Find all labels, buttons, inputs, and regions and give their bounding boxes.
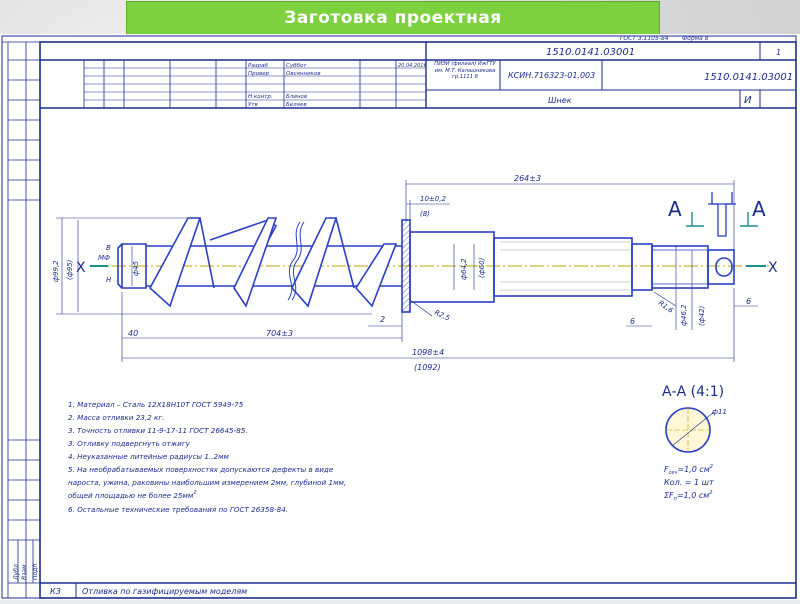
role-1: Разраб — [248, 63, 268, 69]
sprue-feeder — [708, 192, 736, 237]
area-line: Fсеч=1,0 см2 — [664, 464, 713, 476]
role-2: Провер — [248, 71, 270, 77]
dim-d99: ф99,2 — [52, 260, 60, 282]
letter-code: И — [744, 95, 752, 106]
section-a-right: А — [752, 197, 766, 221]
title-block — [40, 42, 796, 109]
footer-code: КЗ — [50, 587, 61, 596]
dim-264: 264±3 — [514, 174, 541, 183]
organization-text: ПИЭИ (филиал) ИжГТУ им. М.Т. Калашникова… — [434, 61, 496, 80]
area-value: =1,0 см — [677, 465, 709, 474]
dim-d42: (ф42) — [698, 305, 706, 326]
note-1: 1. Материал – Сталь 12Х18Н10Т ГОСТ 5949-… — [68, 400, 244, 409]
doc-number-right: 1510.0141.03001 — [704, 72, 793, 83]
side-label-podp: Подп — [32, 564, 39, 580]
slide-title: Заготовка проектная — [126, 1, 660, 35]
note-2: 2. Масса отливки 23,2 кг. — [68, 413, 164, 422]
area-label: F — [664, 465, 669, 474]
section-dim-line — [671, 411, 715, 447]
label-h: Н — [106, 276, 112, 284]
note-4: 3. Отливку подвергнуть отжигу — [68, 439, 191, 448]
dim-6a: 6 — [630, 317, 635, 326]
dimension-lines — [56, 180, 758, 362]
surface-shading — [500, 241, 630, 291]
dim-1092: (1092) — [414, 363, 441, 372]
note-5: 4. Неуказанные литейные радиусы 1..2мм — [68, 452, 230, 461]
role-3-name: Блинов — [286, 94, 307, 100]
sum-exp: 2 — [709, 490, 712, 496]
dim-d64: ф64,2 — [460, 258, 468, 280]
left-margin-table — [2, 41, 40, 598]
side-label-vzam: Взам — [21, 564, 28, 580]
dim-1098: 1098±4 — [412, 348, 444, 357]
role-4-name: Беляев — [286, 102, 307, 108]
dim-d95: (ф95) — [66, 259, 74, 280]
sum-sub: п — [674, 496, 678, 502]
section-a-left: А — [668, 197, 682, 221]
section-view-title: А-А (4:1) — [662, 384, 724, 400]
note-6: 5. На необрабатываемых поверхностях допу… — [68, 465, 334, 474]
auger-part — [117, 217, 735, 313]
side-label-dubl: Дубл — [13, 564, 20, 581]
label-b: В — [106, 244, 111, 252]
qty-line: Кол. = 1 шт — [664, 478, 714, 487]
drawing-sheet: Дубл Взам Подп ГОСТ 3.1105-84 Форма 8 15… — [0, 34, 800, 600]
role-3: Н.контр. — [248, 94, 273, 100]
section-x-left: X — [76, 260, 86, 276]
role-4: Утв — [248, 102, 258, 108]
note-8-line: общей площадью не более 25мм2 — [68, 490, 197, 500]
note-9: 6. Остальные технические требования по Г… — [68, 505, 288, 514]
role-2-name: Овсянников — [286, 71, 321, 77]
dim-d45: ф45 — [132, 261, 140, 276]
product-code: КСИН.716323-01.003 — [508, 71, 595, 80]
footer-row — [40, 582, 796, 598]
doc-number: 1510.0141.03001 — [546, 47, 635, 58]
dim-r16: R1,6 — [657, 299, 675, 315]
inner-frame — [39, 41, 797, 599]
dim-40: 40 — [128, 329, 138, 338]
dim-6b: 6 — [746, 297, 751, 306]
section-diameter: ф11 — [712, 408, 727, 416]
dim-r25: R2,5 — [433, 309, 451, 323]
note-3: 3. Точность отливки 11-9-17-11 ГОСТ 2664… — [68, 426, 248, 435]
dim-8: (8) — [420, 210, 430, 218]
footer-text: Отливка по газифицируемым моделям — [82, 587, 247, 596]
label-mf: МФ — [98, 254, 110, 262]
dim-704: 704±3 — [266, 329, 293, 338]
role-1-name: Суббот — [286, 63, 307, 69]
form-number: Форма 8 — [682, 35, 709, 42]
area-sub: сеч — [669, 470, 678, 476]
note-7: нароста, ужина, раковины наибольшим изме… — [68, 478, 346, 487]
dim-10: 10±0,2 — [420, 195, 446, 203]
sum-line: ΣFп=1,0 см2 — [664, 490, 713, 502]
dim-d60: (ф60) — [478, 257, 486, 278]
part-name: Шнек — [548, 96, 572, 105]
section-x-right: X — [768, 260, 778, 276]
role-1-date: 20.04.2016 — [398, 63, 427, 69]
form-standard: ГОСТ 3.1105-84 — [620, 35, 669, 42]
sum-label: ΣF — [664, 491, 674, 500]
note-8-exp: 2 — [193, 490, 196, 496]
organization-box: ПИЭИ (филиал) ИжГТУ им. М.Т. Калашникова… — [434, 61, 496, 80]
dim-d46: ф46,2 — [680, 304, 688, 326]
engineering-drawing: Дубл Взам Подп ГОСТ 3.1105-84 Форма 8 15… — [1, 35, 797, 599]
sheet-number: 1 — [776, 48, 781, 57]
area-exp: 2 — [710, 464, 713, 470]
section-marks — [686, 212, 758, 227]
sum-value: =1,0 см — [677, 491, 709, 500]
note-8: общей площадью не более 25мм — [68, 491, 194, 500]
dim-2: 2 — [380, 315, 385, 324]
